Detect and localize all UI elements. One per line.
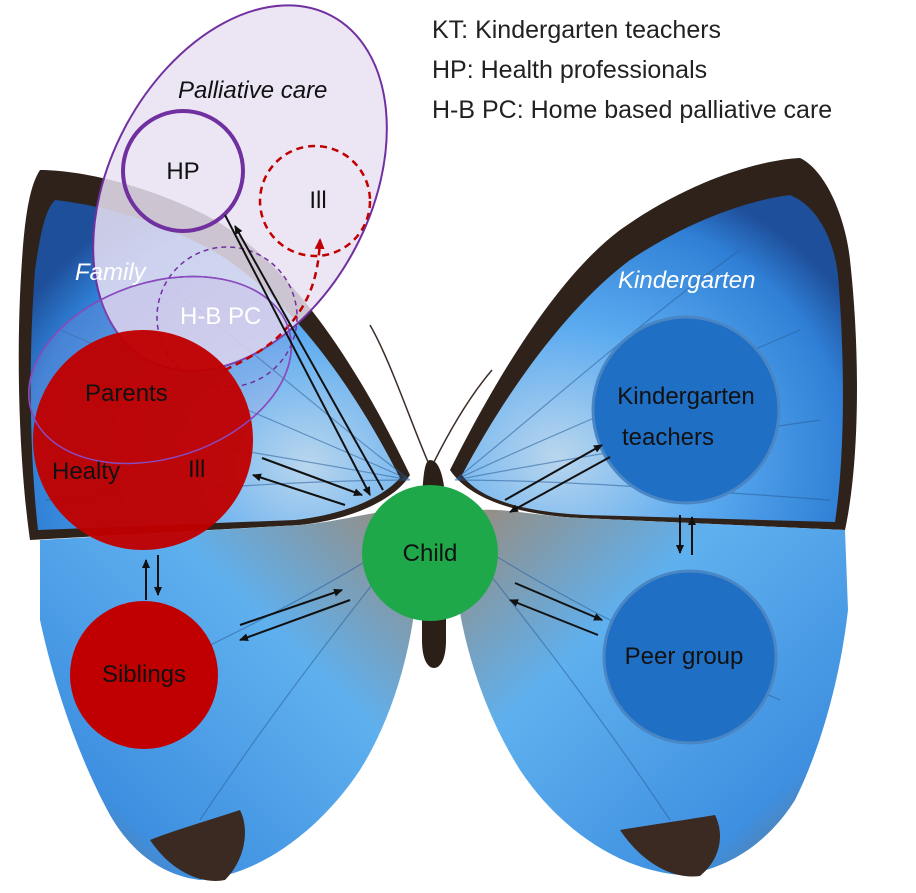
palliative-care-label: Palliative care xyxy=(178,77,327,104)
kindergarten-label: Kindergarten xyxy=(618,267,755,294)
ill-top-label: Ill xyxy=(309,187,326,214)
child-label: Child xyxy=(403,540,458,567)
legend-hp: HP: Health professionals xyxy=(432,56,707,84)
kindergarten-teachers-label-line1: Kindergarten xyxy=(617,383,754,410)
hp-label: HP xyxy=(166,158,199,185)
parents-label: Parents xyxy=(85,380,168,407)
healthy-label: Healty xyxy=(52,458,120,485)
kindergarten-teachers-circle xyxy=(593,317,779,503)
hbpc-label: H-B PC xyxy=(180,303,261,330)
legend-hbpc: H-B PC: Home based palliative care xyxy=(432,96,832,124)
peer-group-label: Peer group xyxy=(625,643,744,670)
legend-kt: KT: Kindergarten teachers xyxy=(432,16,721,44)
kindergarten-teachers-label-line2: teachers xyxy=(622,424,714,451)
siblings-label: Siblings xyxy=(102,661,186,688)
ill-parent-label: Ill xyxy=(188,456,205,483)
family-label: Family xyxy=(75,259,148,286)
